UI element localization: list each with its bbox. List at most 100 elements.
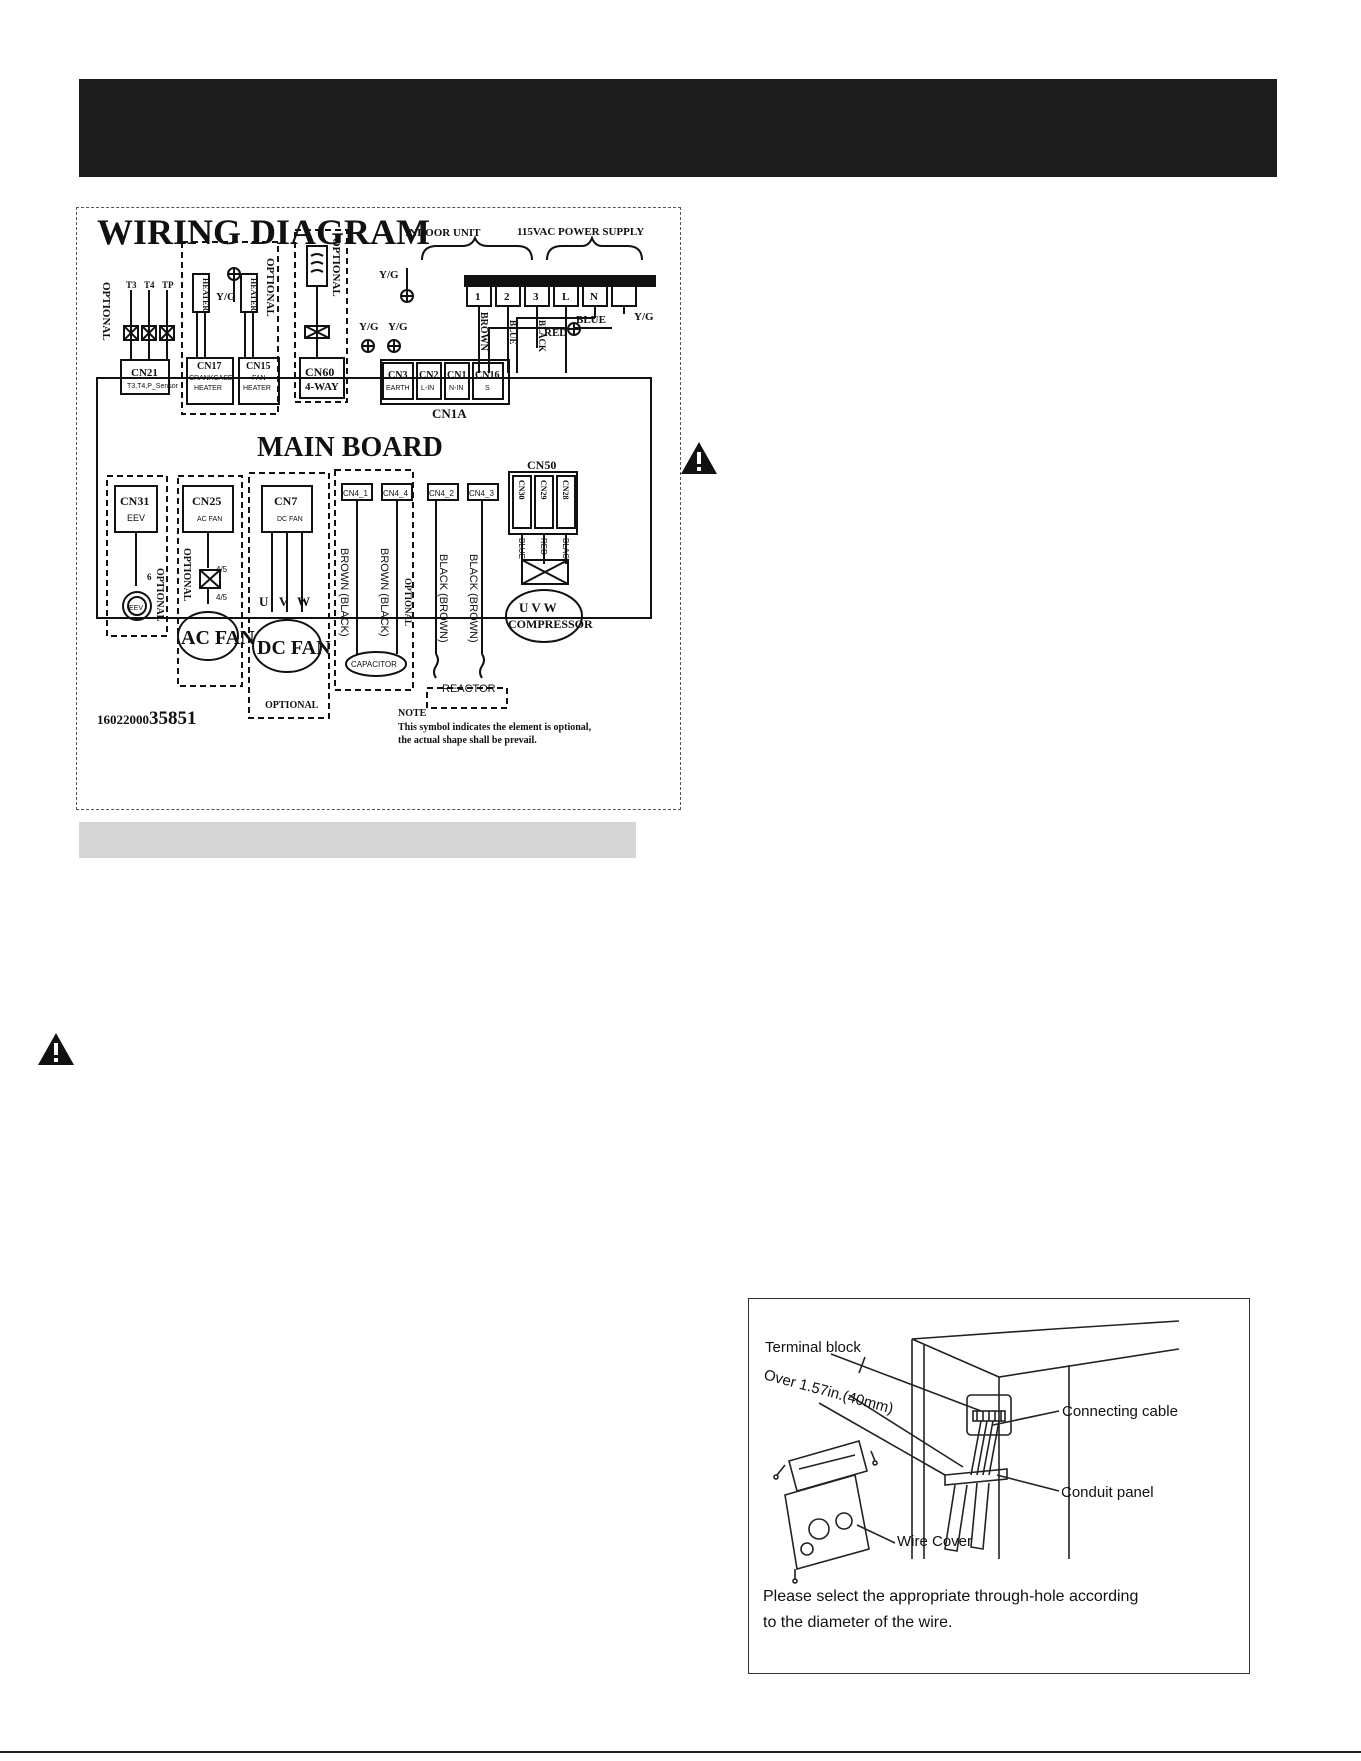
svg-text:Y/G: Y/G: [379, 269, 399, 281]
svg-text:T3: T3: [126, 280, 137, 290]
svg-text:EEV: EEV: [127, 513, 145, 523]
svg-text:CN31: CN31: [120, 494, 149, 508]
svg-text:BLACK: BLACK: [537, 320, 547, 352]
svg-text:CN4_4: CN4_4: [383, 489, 408, 498]
svg-text:OPTIONAL: OPTIONAL: [264, 258, 276, 317]
svg-text:CN4_3: CN4_3: [469, 489, 494, 498]
svg-text:REACTOR: REACTOR: [442, 683, 496, 695]
svg-text:BLACK: BLACK: [561, 538, 570, 565]
footer-rule: [0, 1751, 1361, 1753]
svg-text:OPTIONAL: OPTIONAL: [330, 238, 342, 297]
svg-text:CN60: CN60: [305, 365, 334, 379]
svg-text:L: L: [562, 291, 569, 303]
label-conduit-panel: Conduit panel: [1061, 1484, 1154, 1501]
svg-text:HEATER: HEATER: [201, 278, 210, 311]
label-connecting-cable: Connecting cable: [1062, 1403, 1178, 1420]
svg-text:BLACK (BROWN): BLACK (BROWN): [437, 554, 449, 643]
label-terminal-block: Terminal block: [765, 1339, 861, 1356]
svg-text:Y/G: Y/G: [216, 291, 236, 303]
main-board-label: MAIN BOARD: [257, 432, 443, 463]
label-over-length: Over 1.57in.(40mm): [762, 1366, 895, 1417]
svg-text:CN2: CN2: [419, 370, 438, 381]
svg-text:S: S: [485, 385, 490, 392]
section-header-bar: [79, 79, 1277, 177]
main-board-outline: [96, 377, 652, 619]
svg-text:L-IN: L-IN: [421, 385, 434, 392]
svg-text:CRANKCASE: CRANKCASE: [189, 375, 233, 382]
svg-text:NOTE: NOTE: [398, 708, 427, 719]
svg-text:RED: RED: [544, 327, 567, 339]
svg-text:BLACK (BROWN): BLACK (BROWN): [467, 554, 479, 643]
svg-text:AC FAN: AC FAN: [181, 627, 255, 649]
svg-text:OPTIONAL: OPTIONAL: [100, 282, 112, 341]
svg-text:CN25: CN25: [192, 494, 221, 508]
figure-caption-line2: to the diameter of the wire.: [763, 1614, 952, 1631]
svg-text:HEATER: HEATER: [243, 385, 271, 392]
svg-text:W: W: [297, 594, 310, 609]
svg-text:CN50: CN50: [527, 458, 556, 472]
label-wire-cover: Wire Cover: [897, 1533, 972, 1550]
svg-text:the actual shape shall be prev: the actual shape shall be prevail.: [398, 735, 537, 746]
svg-text:3: 3: [533, 291, 539, 303]
svg-text:6: 6: [147, 572, 152, 582]
svg-text:OPTIONAL: OPTIONAL: [181, 548, 192, 602]
svg-text:This symbol indicates the elem: This symbol indicates the element is opt…: [398, 722, 592, 733]
svg-text:CN16: CN16: [475, 370, 499, 381]
wiring-title: WIRING DIAGRAM: [97, 212, 430, 252]
svg-text:CN15: CN15: [246, 361, 270, 372]
svg-text:BROWN: BROWN: [478, 312, 489, 352]
svg-text:COMPRESSOR: COMPRESSOR: [508, 617, 593, 631]
svg-text:BROWN (BLACK): BROWN (BLACK): [378, 548, 390, 637]
warning-icon: [681, 442, 717, 474]
svg-text:T3,T4,P_Sensor: T3,T4,P_Sensor: [127, 383, 179, 390]
svg-text:CN4_2: CN4_2: [429, 489, 454, 498]
svg-text:BLUE: BLUE: [508, 320, 518, 345]
svg-text:OPTIONAL: OPTIONAL: [154, 568, 165, 622]
svg-text:DC FAN: DC FAN: [257, 637, 331, 659]
svg-text:CN17: CN17: [197, 361, 221, 372]
svg-text:N-IN: N-IN: [449, 385, 463, 392]
svg-text:CN1: CN1: [447, 370, 466, 381]
svg-text:4/5: 4/5: [216, 565, 228, 574]
svg-text:HEATER: HEATER: [194, 385, 222, 392]
svg-text:2: 2: [504, 291, 510, 303]
svg-text:RED: RED: [539, 538, 548, 555]
svg-text:BROWN (BLACK): BROWN (BLACK): [338, 548, 350, 637]
svg-text:INDOOR UNIT: INDOOR UNIT: [405, 227, 481, 239]
warning-icon: [38, 1033, 74, 1065]
svg-text:Y/G: Y/G: [634, 311, 654, 323]
svg-text:CAPACITOR: CAPACITOR: [351, 660, 397, 669]
svg-text:TP: TP: [162, 280, 174, 290]
svg-text:CN29: CN29: [539, 480, 548, 500]
svg-text:CN7: CN7: [274, 494, 297, 508]
svg-text:HEATER: HEATER: [249, 278, 258, 311]
svg-text:N: N: [590, 291, 598, 303]
wiring-diagram: WIRING DIAGRAM INDOOR UNIT 115VAC POWER …: [76, 207, 681, 810]
svg-text:1: 1: [475, 291, 481, 303]
svg-text:AC FAN: AC FAN: [197, 516, 222, 523]
svg-text:CN28: CN28: [561, 480, 570, 500]
svg-text:CN3: CN3: [388, 370, 407, 381]
svg-text:DC FAN: DC FAN: [277, 516, 303, 523]
svg-text:CN30: CN30: [517, 480, 526, 500]
svg-text:U: U: [259, 594, 269, 609]
svg-text:CN4_1: CN4_1: [343, 489, 368, 498]
svg-text:CN21: CN21: [131, 367, 158, 379]
svg-text:FAN: FAN: [252, 375, 266, 382]
svg-text:4-WAY: 4-WAY: [305, 381, 339, 393]
part-number: 1602200035851: [97, 708, 197, 729]
svg-text:T4: T4: [144, 280, 155, 290]
svg-text:U V W: U V W: [519, 600, 557, 615]
terminal-block-figure: Terminal block Over 1.57in.(40mm) Connec…: [748, 1298, 1250, 1674]
svg-text:BLUE: BLUE: [576, 314, 606, 326]
svg-text:OPTIONAL: OPTIONAL: [403, 578, 413, 626]
svg-text:EARTH: EARTH: [386, 385, 410, 392]
figure-caption-bar: [79, 822, 636, 858]
svg-text:115VAC POWER SUPPLY: 115VAC POWER SUPPLY: [517, 226, 644, 238]
svg-text:OPTIONAL: OPTIONAL: [265, 700, 319, 711]
svg-text:V: V: [279, 594, 289, 609]
figure-caption-line1: Please select the appropriate through-ho…: [763, 1588, 1138, 1605]
svg-text:Y/G: Y/G: [388, 321, 408, 333]
svg-text:Y/G: Y/G: [359, 321, 379, 333]
svg-text:4/5: 4/5: [216, 593, 228, 602]
